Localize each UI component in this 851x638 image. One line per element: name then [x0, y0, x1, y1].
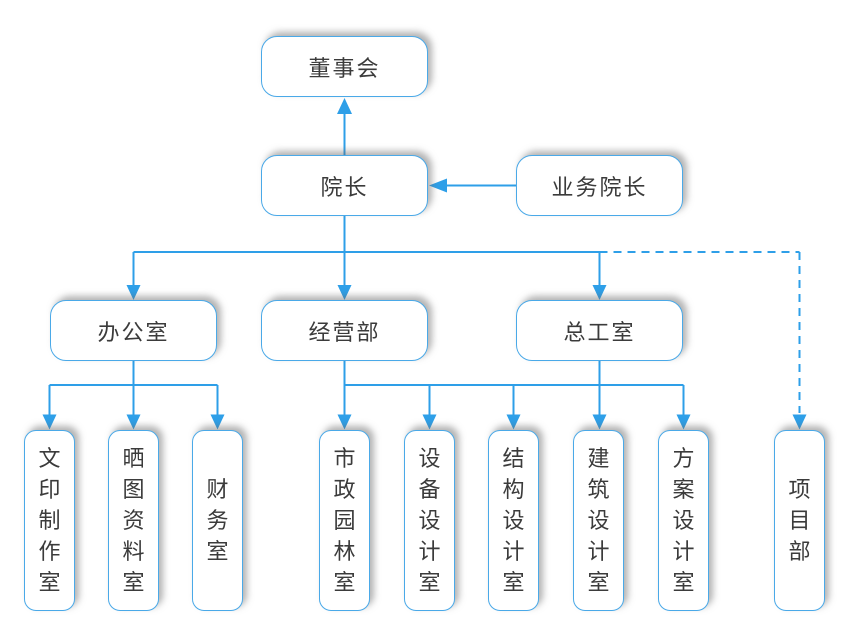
- node-board-label: 董事会: [308, 55, 381, 81]
- node-blueprint-room: 晒图资料室: [108, 430, 159, 611]
- arrow-chief: [592, 285, 607, 300]
- node-finance-room: 财务室: [192, 430, 243, 611]
- node-scheme-design-room-label: 方案设计室: [672, 446, 695, 595]
- arrow-municipal: [337, 414, 352, 430]
- node-structure-design-room: 结构设计室: [488, 430, 539, 611]
- arrow-office: [126, 285, 141, 300]
- arrow-blueprint: [126, 414, 141, 430]
- node-equipment-design-room-label: 设备设计室: [418, 446, 441, 595]
- node-print-room: 文印制作室: [24, 430, 75, 611]
- node-vice-president-label: 业务院长: [551, 174, 648, 200]
- node-chief-office-label: 总工室: [563, 319, 636, 345]
- node-structure-design-room-label: 结构设计室: [502, 446, 525, 595]
- node-architecture-design-room: 建筑设计室: [573, 430, 624, 611]
- node-blueprint-room-label: 晒图资料室: [122, 446, 145, 595]
- node-architecture-design-room-label: 建筑设计室: [587, 446, 610, 595]
- arrow-structure: [506, 414, 521, 430]
- arrow-left-president: [429, 178, 447, 193]
- arrow-architecture: [592, 414, 607, 430]
- node-president: 院长: [261, 155, 428, 216]
- arrow-up-board: [337, 98, 352, 114]
- node-project-dept-label: 项目部: [788, 477, 811, 564]
- node-municipal-landscape-room: 市政园林室: [319, 430, 370, 611]
- arrow-scheme: [676, 414, 691, 430]
- arrow-project: [792, 414, 807, 430]
- node-municipal-landscape-room-label: 市政园林室: [333, 446, 356, 595]
- node-vice-president: 业务院长: [516, 155, 683, 216]
- arrow-print: [42, 414, 57, 430]
- node-president-label: 院长: [320, 174, 369, 200]
- node-finance-room-label: 财务室: [206, 477, 229, 564]
- node-scheme-design-room: 方案设计室: [658, 430, 709, 611]
- node-board: 董事会: [261, 36, 428, 97]
- node-project-dept: 项目部: [774, 430, 825, 611]
- node-chief-office: 总工室: [516, 300, 683, 361]
- node-equipment-design-room: 设备设计室: [404, 430, 455, 611]
- arrow-operations: [337, 285, 352, 300]
- node-operations: 经营部: [261, 300, 428, 361]
- arrow-finance: [210, 414, 225, 430]
- node-office: 办公室: [50, 300, 217, 361]
- node-operations-label: 经营部: [308, 319, 381, 345]
- arrow-equipment: [422, 414, 437, 430]
- node-office-label: 办公室: [97, 319, 170, 345]
- node-print-room-label: 文印制作室: [38, 446, 61, 595]
